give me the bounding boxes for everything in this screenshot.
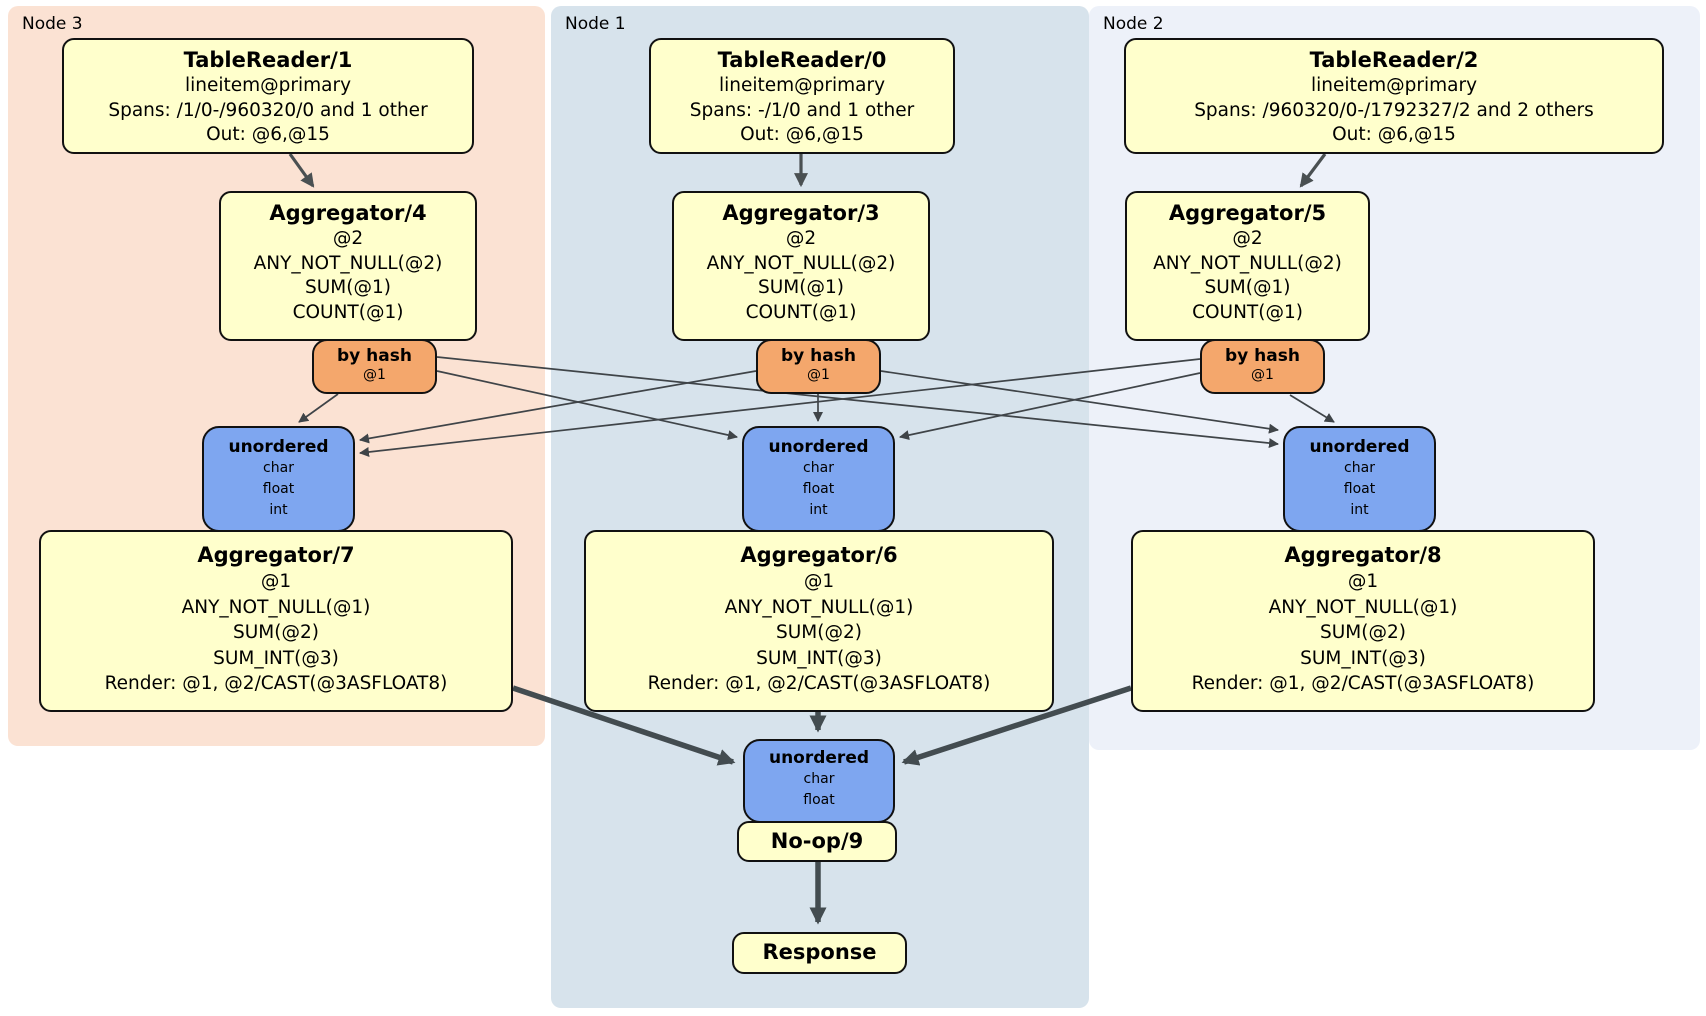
aggregator-7-box: Aggregator/7 @1 ANY_NOT_NULL(@1) SUM(@2)… [39, 530, 513, 712]
processor-line: COUNT(@1) [745, 302, 857, 324]
processor-title: Aggregator/5 [1168, 201, 1327, 225]
processor-line: SUM(@2) [233, 622, 319, 644]
processor-title: Response [762, 940, 877, 965]
processor-line: Spans: /1/0-/960320/0 and 1 other [108, 99, 428, 121]
processor-line: ANY_NOT_NULL(@2) [706, 252, 896, 274]
aggregator-6-box: Aggregator/6 @1 ANY_NOT_NULL(@1) SUM(@2)… [584, 530, 1054, 712]
processor-line: SUM_INT(@3) [1300, 647, 1426, 669]
node1-region-label: Node 1 [565, 14, 626, 34]
processor-line: ANY_NOT_NULL(@2) [253, 252, 443, 274]
aggregator-4-box: Aggregator/4 @2 ANY_NOT_NULL(@2) SUM(@1)… [219, 191, 477, 341]
processor-line: ANY_NOT_NULL(@2) [1153, 252, 1342, 274]
processor-title: Aggregator/6 [740, 543, 898, 567]
router-detail: @1 [807, 367, 830, 384]
response-box: Response [732, 932, 907, 974]
processor-title: TableReader/1 [183, 48, 353, 72]
tablereader-0-box: TableReader/0 lineitem@primary Spans: -/… [649, 38, 955, 154]
sync-title: unordered [768, 437, 869, 457]
sync-line: float [802, 481, 835, 498]
aggregator-8-box: Aggregator/8 @1 ANY_NOT_NULL(@1) SUM(@2)… [1131, 530, 1595, 712]
processor-line: SUM(@1) [758, 277, 844, 299]
processor-line: lineitem@primary [718, 75, 886, 97]
processor-line: @2 [332, 228, 364, 250]
processor-title: Aggregator/7 [197, 543, 355, 567]
processor-line: SUM(@2) [1320, 622, 1406, 644]
processor-line: ANY_NOT_NULL(@1) [181, 596, 371, 618]
processor-title: TableReader/2 [1309, 48, 1479, 72]
sync-line: char [263, 460, 294, 477]
sync-line: int [809, 502, 828, 519]
processor-line: @2 [1232, 228, 1263, 250]
tablereader-1-box: TableReader/1 lineitem@primary Spans: /1… [62, 38, 474, 154]
sync-line: char [803, 460, 834, 477]
processor-title: Aggregator/4 [269, 201, 427, 225]
processor-line: SUM(@2) [776, 622, 862, 644]
unordered-sync-output: unordered char float [743, 739, 895, 823]
processor-line: Render: @1, @2/CAST(@3ASFLOAT8) [1191, 673, 1535, 695]
processor-line: Out: @6,@15 [206, 124, 330, 146]
aggregator-3-box: Aggregator/3 @2 ANY_NOT_NULL(@2) SUM(@1)… [672, 191, 930, 341]
processor-title: Aggregator/8 [1284, 543, 1442, 567]
sync-title: unordered [228, 437, 329, 457]
node2-region-label: Node 2 [1103, 14, 1164, 34]
processor-line: ANY_NOT_NULL(@1) [724, 596, 914, 618]
processor-line: SUM_INT(@3) [213, 647, 339, 669]
processor-line: lineitem@primary [1310, 75, 1478, 97]
unordered-sync-node2: unordered char float int [1283, 426, 1436, 532]
processor-line: @2 [785, 228, 817, 250]
byhash-router-node2: by hash @1 [1200, 339, 1325, 394]
byhash-router-node3: by hash @1 [312, 339, 437, 394]
sync-line: float [803, 792, 835, 809]
processor-line: COUNT(@1) [292, 302, 404, 324]
processor-line: Spans: -/1/0 and 1 other [689, 99, 915, 121]
node3-region-label: Node 3 [22, 14, 83, 34]
router-title: by hash [781, 346, 856, 366]
processor-line: Render: @1, @2/CAST(@3ASFLOAT8) [647, 673, 991, 695]
router-detail: @1 [1251, 367, 1274, 384]
processor-title: TableReader/0 [717, 48, 887, 72]
tablereader-2-box: TableReader/2 lineitem@primary Spans: /9… [1124, 38, 1664, 154]
processor-line: Render: @1, @2/CAST(@3ASFLOAT8) [104, 673, 448, 695]
processor-line: ANY_NOT_NULL(@1) [1268, 596, 1458, 618]
processor-line: Out: @6,@15 [740, 124, 864, 146]
processor-line: SUM(@1) [1204, 277, 1291, 299]
processor-line: @1 [803, 571, 835, 593]
processor-line: Out: @6,@15 [1332, 124, 1456, 146]
processor-line: COUNT(@1) [1192, 302, 1303, 324]
router-title: by hash [337, 346, 412, 366]
processor-line: SUM_INT(@3) [756, 647, 882, 669]
processor-line: @1 [260, 571, 292, 593]
processor-title: Aggregator/3 [722, 201, 880, 225]
byhash-router-node1: by hash @1 [756, 339, 881, 394]
noop-box: No-op/9 [737, 821, 897, 862]
sync-line: float [262, 481, 295, 498]
aggregator-5-box: Aggregator/5 @2 ANY_NOT_NULL(@2) SUM(@1)… [1125, 191, 1370, 341]
processor-line: lineitem@primary [184, 75, 352, 97]
unordered-sync-node3: unordered char float int [202, 426, 355, 532]
router-detail: @1 [363, 367, 386, 384]
sync-line: int [1350, 502, 1369, 519]
unordered-sync-node1: unordered char float int [742, 426, 895, 532]
sync-line: char [1344, 460, 1375, 477]
sync-title: unordered [1309, 437, 1410, 457]
sync-line: char [803, 771, 835, 788]
processor-line: @1 [1347, 571, 1379, 593]
sync-line: float [1343, 481, 1376, 498]
sync-line: int [269, 502, 288, 519]
processor-line: SUM(@1) [305, 277, 391, 299]
processor-line: Spans: /960320/0-/1792327/2 and 2 others [1194, 99, 1594, 121]
sync-title: unordered [768, 748, 870, 768]
processor-title: No-op/9 [770, 828, 864, 853]
router-title: by hash [1225, 346, 1300, 366]
